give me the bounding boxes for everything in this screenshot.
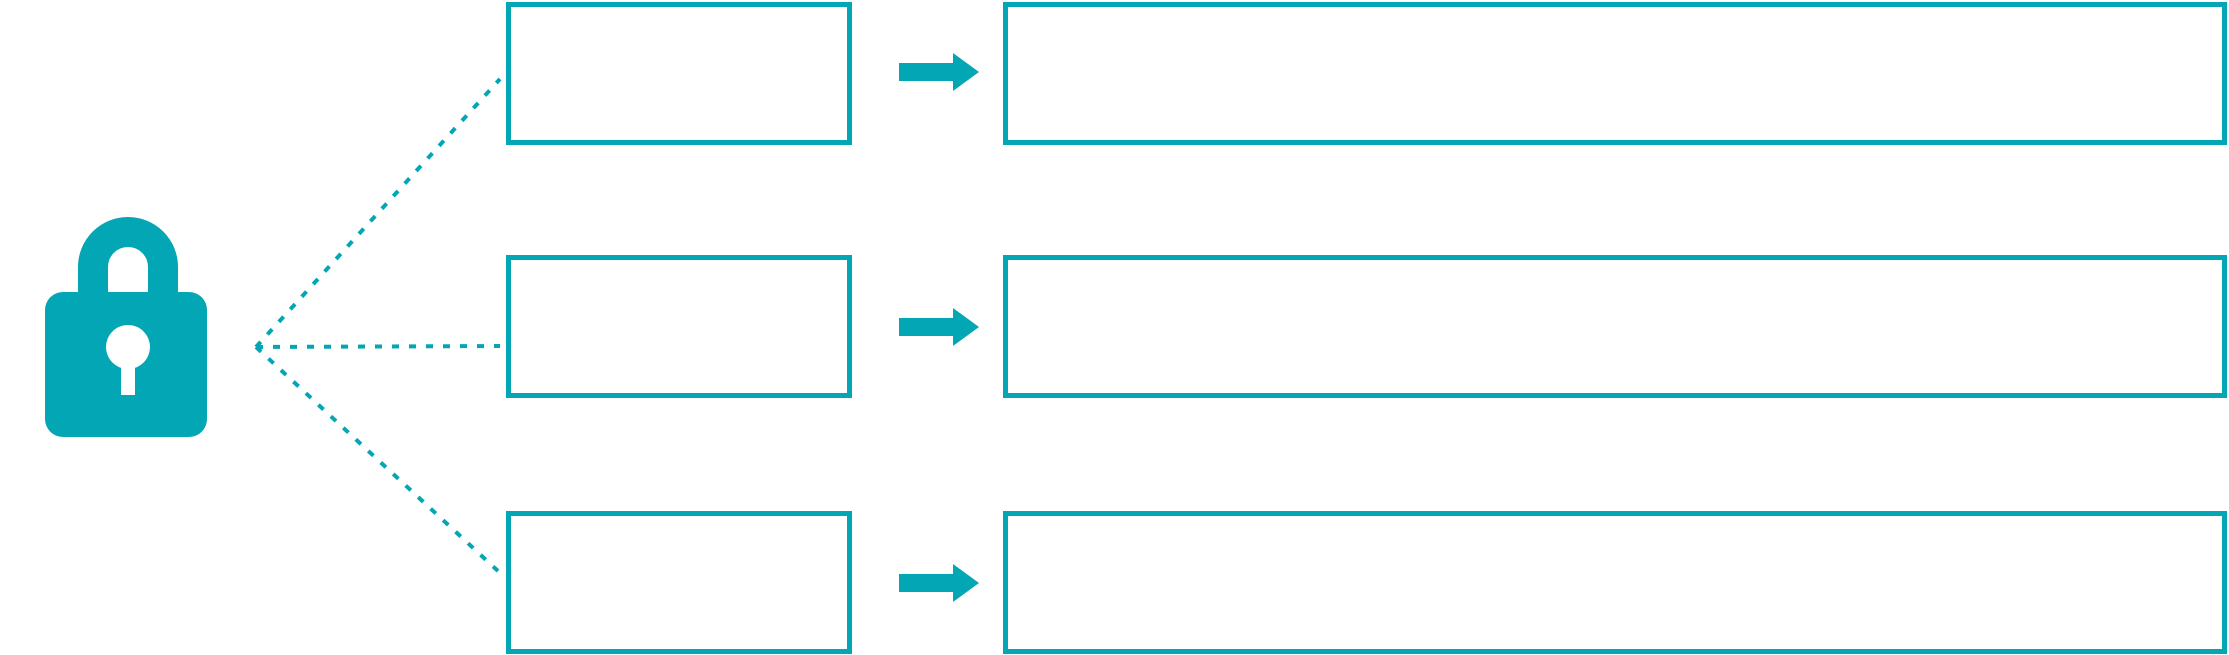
arrow-right-shape: [899, 564, 979, 602]
description-box-3: [1003, 511, 2227, 654]
arrow-right-icon: [899, 564, 979, 602]
lock-icon: [45, 217, 207, 437]
category-box-2: [506, 255, 852, 398]
dotted-connector-middle: [255, 344, 501, 349]
arrow-right-icon: [899, 53, 979, 91]
lock-keyhole-stem: [121, 347, 135, 395]
arrow-right-shape: [899, 308, 979, 346]
description-box-1: [1003, 2, 2227, 145]
category-box-3: [506, 511, 852, 654]
arrow-right-shape: [899, 53, 979, 91]
dotted-connector-top: [254, 77, 502, 349]
description-box-2: [1003, 255, 2227, 398]
lock-shackle: [78, 217, 178, 300]
dotted-connector-bottom: [254, 345, 500, 573]
category-box-1: [506, 2, 852, 145]
arrow-right-icon: [899, 308, 979, 346]
